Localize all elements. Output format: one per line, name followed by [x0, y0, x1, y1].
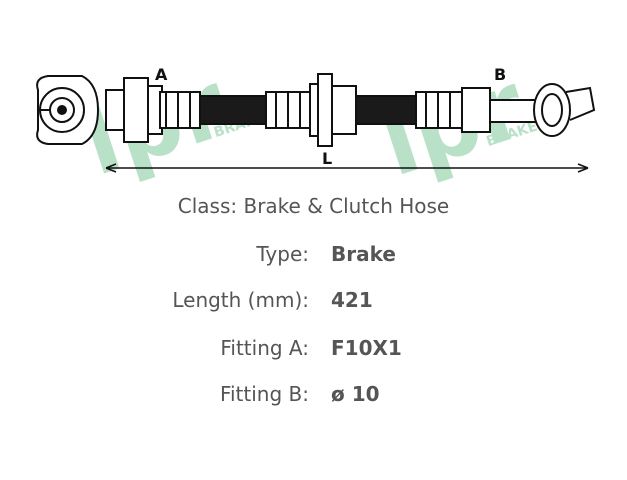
hose-diagram: lpr BRAKES lpr BRAKES — [0, 0, 627, 185]
spec-value: F10X1 — [331, 336, 402, 360]
length-label: L — [322, 149, 332, 168]
spec-value: ø 10 — [331, 382, 380, 406]
fitting-b — [415, 87, 541, 133]
spec-label: Fitting A: — [220, 336, 309, 360]
class-title: Class: Brake & Clutch Hose — [177, 194, 450, 218]
middle-crimp — [265, 73, 357, 147]
hose-segment-right — [355, 95, 419, 125]
spec-label: Fitting B: — [219, 382, 309, 406]
fitting-b-label: B — [494, 65, 506, 84]
spec-row-fitting-a: Fitting A: F10X1 — [0, 336, 627, 366]
spec-row-type: Type: Brake — [0, 242, 627, 272]
spec-label: Length (mm): — [172, 288, 309, 312]
banjo-fitting-left — [36, 75, 100, 145]
hose-segment-left — [199, 95, 269, 125]
hose-drawing: lpr BRAKES lpr BRAKES — [36, 51, 596, 185]
banjo-fitting-right — [533, 83, 596, 137]
length-dimension — [105, 163, 589, 173]
spec-label: Type: — [256, 242, 309, 266]
spec-value: Brake — [331, 242, 396, 266]
spec-row-length: Length (mm): 421 — [0, 288, 627, 318]
fitting-a — [105, 77, 201, 143]
spec-value: 421 — [331, 288, 373, 312]
fitting-a-label: A — [155, 65, 168, 84]
spec-row-fitting-b: Fitting B: ø 10 — [0, 382, 627, 412]
